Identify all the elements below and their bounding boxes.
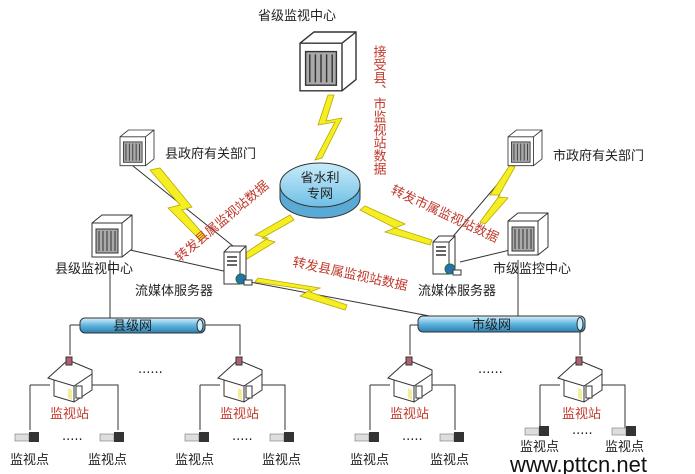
city-gov-label: 市政府有关部门 [553,148,644,164]
point-label: 监视点 [10,453,49,468]
station-3: 监视站 [387,356,433,422]
point-label: 监视点 [262,453,301,468]
camera-icon [524,425,550,437]
station-4: 监视站 [557,356,603,422]
house-icon [557,356,603,403]
camera-icon [611,425,637,437]
station-1: 监视站 [47,356,93,422]
camera-icon [354,431,380,443]
small-ellipsis: ..... [572,423,593,438]
station-label: 监视站 [562,407,601,422]
camera-icon [439,431,465,443]
house-icon [217,356,263,403]
city-center-server-icon [507,212,549,256]
station-label: 监视站 [390,407,429,422]
point-label: 监视点 [520,440,559,455]
streaming-server-right-icon [432,235,462,276]
county-net-pipe: 县级网 [79,317,206,334]
watermark: www.pttcn.net [509,452,647,474]
county-center-label: 县级监视中心 [55,262,133,277]
receive-annotation: 接受县、市监视站数据 [371,44,387,175]
county-gov-label: 县政府有关部门 [165,147,256,162]
network-label-2: 专网 [307,187,333,202]
point-label: 监视点 [350,453,389,468]
camera-icon [99,431,125,443]
camera-4: 监视点 [262,431,301,468]
provincial-network-disk: 省水利 专网 [279,162,361,219]
station-label: 监视站 [50,407,89,422]
camera-2: 监视点 [88,431,127,468]
city-net-label: 市级网 [472,317,511,333]
point-label: 监视点 [88,453,127,468]
camera-5: 监视点 [350,431,389,468]
point-label: 监视点 [430,453,469,468]
camera-icon [269,431,295,443]
county-gov-server-icon [119,129,155,167]
streaming-server-left-label: 流媒体服务器 [135,283,213,299]
streaming-server-right-label: 流媒体服务器 [418,283,496,299]
camera-7: 监视点 [520,425,559,455]
small-ellipsis: ..... [62,429,83,444]
county-net-label: 县级网 [113,319,152,334]
ellipsis-left: ...... [138,362,163,377]
ellipsis-right: ...... [478,362,503,377]
house-icon [47,356,93,403]
camera-icon [14,431,40,443]
camera-icon [184,431,210,443]
provincial-center-server-icon [299,31,357,92]
camera-6: 监视点 [430,431,469,468]
wireless-link-bolts [149,94,516,311]
county-center-server-icon [91,214,133,258]
station-label: 监视站 [220,407,259,422]
camera-3: 监视点 [175,431,214,468]
house-icon [387,356,433,403]
small-ellipsis: ..... [402,429,423,444]
station-2: 监视站 [217,356,263,422]
point-label: 监视点 [605,440,644,455]
camera-1: 监视点 [10,431,49,468]
provincial-center-label: 省级监视中心 [258,9,336,24]
small-ellipsis: ..... [232,429,253,444]
point-label: 监视点 [175,453,214,468]
city-center-label: 市级监控中心 [493,261,571,277]
network-label: 省水利 [300,171,339,186]
camera-8: 监视点 [605,425,644,455]
city-gov-server-icon [507,129,543,167]
city-net-pipe: 市级网 [417,315,586,333]
